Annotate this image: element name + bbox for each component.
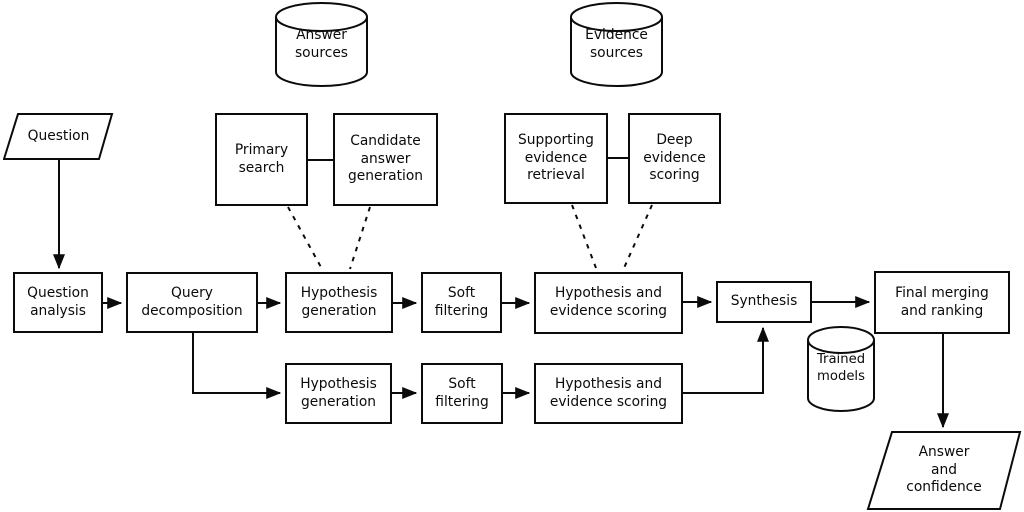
node-candidate-answer-generation: Candidate answer generation (333, 113, 438, 206)
node-label: Evidence sources (585, 26, 648, 61)
node-label: Deep evidence scoring (643, 132, 706, 184)
node-hypothesis-evidence-scoring-1: Hypothesis and evidence scoring (534, 272, 683, 334)
dashed-deep-scoring-to-scoring (623, 204, 653, 269)
node-label: Final merging and ranking (895, 284, 989, 319)
node-hypothesis-generation-2: Hypothesis generation (285, 363, 392, 424)
node-label: Synthesis (730, 293, 798, 310)
node-label: Candidate answer generation (347, 133, 424, 185)
dashed-candidate-generation-to-hypothesis-generation (349, 206, 371, 270)
node-answer-and-confidence: Answer and confidence (866, 430, 1022, 511)
node-answer-sources: Answer sources (275, 2, 368, 87)
dashed-primary-search-to-hypothesis-generation (287, 206, 323, 270)
cylinder-shape (807, 326, 875, 412)
node-label: Answer sources (294, 26, 348, 61)
cylinder-shape (570, 2, 663, 87)
node-label: Hypothesis and evidence scoring (549, 285, 668, 319)
edge-scoring-2-to-synthesis (683, 326, 769, 394)
node-label: Question (27, 127, 90, 144)
node-soft-filtering-2: Soft filtering (421, 363, 503, 424)
node-label: Primary search (234, 141, 289, 176)
node-query-decomposition: Query decomposition (126, 272, 258, 333)
dashed-supporting-retrieval-to-scoring (571, 204, 597, 269)
parallelogram-shape (866, 431, 1022, 510)
node-supporting-evidence-retrieval: Supporting evidence retrieval (504, 113, 608, 204)
node-question: Question (3, 113, 114, 160)
node-label: Question analysis (27, 284, 89, 319)
node-label: Hypothesis generation (300, 284, 378, 319)
node-final-merging-ranking: Final merging and ranking (874, 271, 1010, 334)
node-soft-filtering-1: Soft filtering (421, 272, 502, 333)
node-trained-models: Trained models (807, 326, 875, 412)
node-label: Trained models (816, 352, 866, 384)
node-hypothesis-evidence-scoring-2: Hypothesis and evidence scoring (534, 363, 683, 424)
node-question-analysis: Question analysis (13, 272, 103, 333)
node-label: Soft filtering (434, 284, 489, 319)
node-hypothesis-generation-1: Hypothesis generation (285, 272, 393, 333)
node-label: Hypothesis generation (300, 375, 377, 410)
node-synthesis: Synthesis (716, 281, 812, 323)
node-label: Query decomposition (141, 284, 243, 319)
node-evidence-sources: Evidence sources (570, 2, 663, 87)
cylinder-shape (275, 2, 368, 87)
node-label: Supporting evidence retrieval (518, 132, 594, 184)
node-label: Hypothesis and evidence scoring (549, 375, 668, 410)
node-deep-evidence-scoring: Deep evidence scoring (628, 113, 721, 204)
edge-query-decomposition-to-hypothesis-generation-2 (192, 333, 282, 399)
node-label: Answer and confidence (906, 444, 982, 496)
node-primary-search: Primary search (215, 113, 308, 206)
parallelogram-shape (3, 113, 114, 160)
node-label: Soft filtering (435, 375, 489, 410)
